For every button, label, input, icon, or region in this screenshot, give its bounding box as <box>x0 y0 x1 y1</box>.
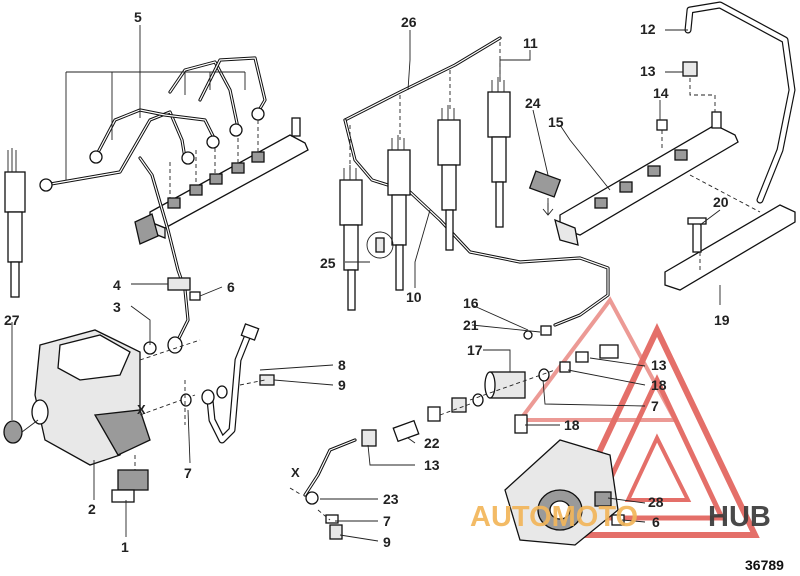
callout-22: 22 <box>424 435 440 451</box>
callout-14: 14 <box>653 85 669 101</box>
watermark-text: AUTOMOTO HUB <box>470 501 771 533</box>
callout-7-bottom: 7 <box>383 513 391 529</box>
callout-27: 27 <box>4 312 20 328</box>
callout-19: 19 <box>714 312 730 328</box>
callout-8: 8 <box>338 357 346 373</box>
callout-16: 16 <box>463 295 479 311</box>
watermark-brand-left: AUTOMOTO <box>470 501 638 533</box>
callout-7-left: 7 <box>184 465 192 481</box>
callout-17: 17 <box>467 342 483 358</box>
callout-4: 4 <box>113 277 121 293</box>
callout-2: 2 <box>88 501 96 517</box>
return-line-injectors <box>339 36 610 327</box>
callout-13-top: 13 <box>640 63 656 79</box>
return-hose-left <box>180 323 275 444</box>
detail-mark-x-pump: X <box>137 402 146 417</box>
high-pressure-pump <box>3 329 201 503</box>
callout-5: 5 <box>134 9 142 25</box>
callout-18-center: 18 <box>564 417 580 433</box>
watermark-brand-right: HUB <box>708 501 771 533</box>
pipe-clamp <box>167 277 201 301</box>
callout-21: 21 <box>463 317 479 333</box>
callout-1: 1 <box>121 539 129 555</box>
callout-23: 23 <box>383 491 399 507</box>
callout-12: 12 <box>640 21 656 37</box>
callout-15: 15 <box>548 114 564 130</box>
callout-28: 28 <box>648 494 664 510</box>
callout-3: 3 <box>113 299 121 315</box>
callout-9-bottom: 9 <box>383 534 391 550</box>
callout-7-right: 7 <box>651 398 659 414</box>
callout-20: 20 <box>713 194 729 210</box>
callout-9-top: 9 <box>338 377 346 393</box>
left-rail-assembly <box>39 56 309 342</box>
callout-24: 24 <box>525 95 541 111</box>
watermark-logo <box>516 296 760 538</box>
fuel-filter-housing <box>504 439 625 546</box>
left-injector <box>4 148 26 298</box>
document-number: 36789 <box>745 557 784 573</box>
return-fittings-assembly <box>289 325 619 540</box>
callout-numbers: 5 26 11 12 13 14 24 15 20 19 25 10 4 3 6… <box>4 9 730 555</box>
callout-6-right: 6 <box>652 514 660 530</box>
callout-25: 25 <box>320 255 336 271</box>
callout-26: 26 <box>401 14 417 30</box>
callout-13-right: 13 <box>651 357 667 373</box>
callout-13-bottom: 13 <box>424 457 440 473</box>
callout-18-right: 18 <box>651 377 667 393</box>
callout-11: 11 <box>523 35 538 51</box>
right-rail-assembly <box>528 1 796 291</box>
callout-10: 10 <box>406 289 422 305</box>
leader-lines <box>11 25 721 542</box>
detail-mark-x-pipe: X <box>291 465 300 480</box>
callout-6-left: 6 <box>227 279 235 295</box>
